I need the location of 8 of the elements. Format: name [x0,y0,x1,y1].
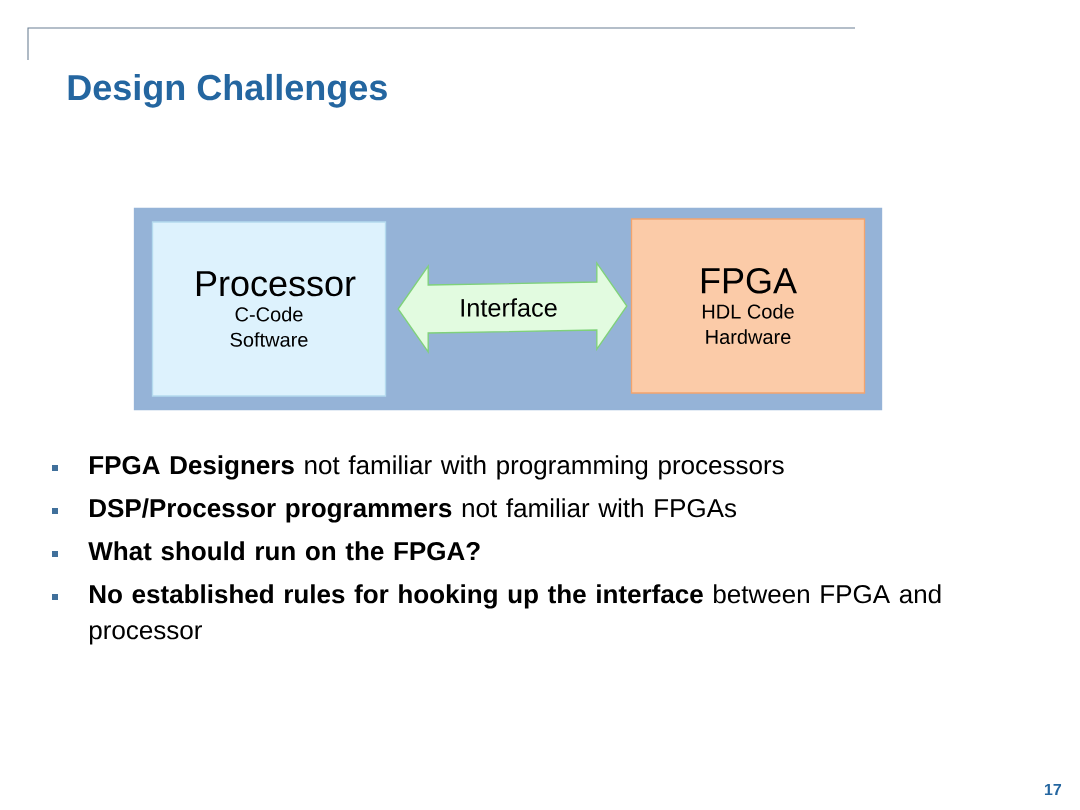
bullet-text: No established rules for hooking up the interface between FPGA and processor [89,584,941,645]
page-number: 17 [1044,784,1062,795]
component-box: Processor C-Code Software [151,221,387,397]
bullet-text: FPGA Designers not familiar with programming processors [90,455,784,480]
bullet-text: DSP/Processor programmers not familiar with FPGAs [90,498,737,523]
slide-title: Design Challenges [68,73,387,108]
bullet-text: What should run on the FPGA? [88,541,480,561]
component-box: FPGA HDL Code Hardware [630,218,866,394]
